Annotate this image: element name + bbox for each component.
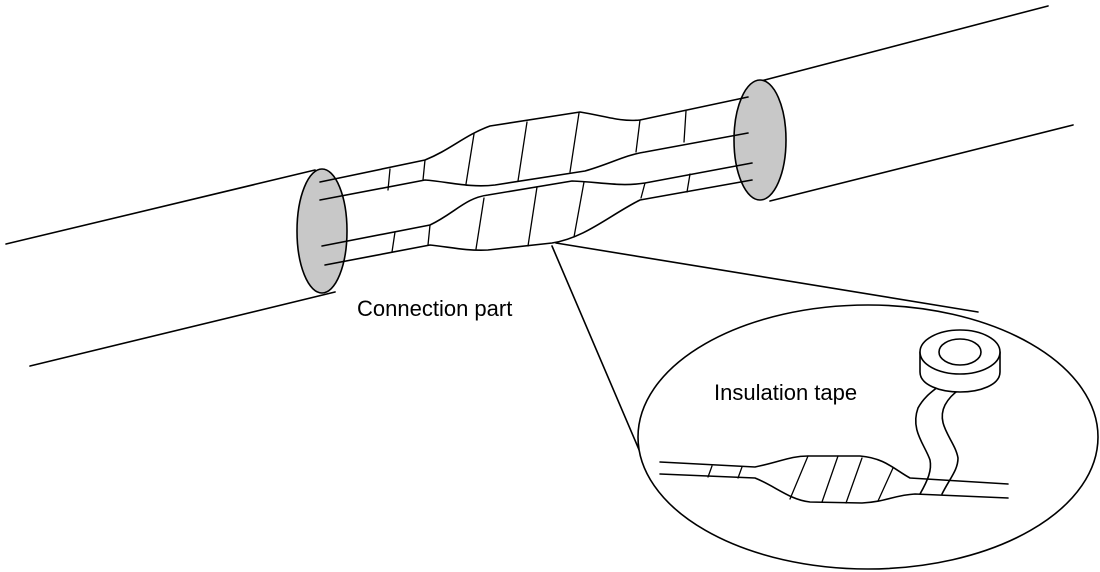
callout-leaders	[551, 242, 979, 453]
right-cable-end-face	[733, 79, 787, 201]
left-cable	[5, 168, 348, 367]
callout-leader-top	[555, 242, 979, 313]
zoom-detail	[637, 304, 1099, 570]
left-cable-top-edge	[5, 169, 316, 245]
zoom-wrap-line-2	[737, 466, 743, 479]
lower-wrap-line-3	[475, 197, 485, 250]
upper-wrap-line-7	[683, 110, 687, 143]
upper-wrap-line-4	[517, 121, 528, 182]
zoom-wire-top-line	[659, 455, 1009, 485]
tape-strip-left-edge	[914, 384, 941, 495]
upper-wrap-line-3	[465, 133, 475, 185]
upper-wrap-line-1	[387, 168, 391, 191]
lower-wrap-line-4	[527, 186, 538, 247]
lower-conductor-top-line	[321, 162, 753, 247]
zoom-wrap-line-5	[845, 457, 863, 504]
upper-wrap-line-6	[635, 119, 641, 153]
right-cable	[733, 5, 1074, 202]
lower-wrap-line-2	[427, 224, 431, 246]
lower-wrap-line-6	[640, 182, 646, 199]
left-cable-bottom-edge	[29, 291, 336, 367]
zoom-wrap-line-3	[789, 455, 809, 500]
right-cable-bottom-edge	[769, 124, 1074, 202]
upper-wrap-line-2	[422, 159, 426, 181]
tape-roll-icon	[919, 329, 1001, 393]
lower-conductor-bottom-line	[324, 179, 753, 266]
connection-part-label: Connection part	[357, 296, 512, 321]
upper-conductor-bottom-line	[319, 132, 749, 201]
right-cable-top-edge	[756, 5, 1049, 83]
lower-conductor	[321, 162, 753, 266]
zoom-wrap-line-1	[707, 465, 713, 478]
lower-wrap-line-7	[686, 173, 691, 193]
lower-wrap-line-1	[391, 231, 396, 253]
upper-wrap-line-5	[569, 112, 580, 173]
left-cable-end-face	[296, 168, 348, 294]
tape-roll-hole	[938, 338, 982, 366]
lower-wrap-line-5	[573, 181, 585, 238]
upper-conductor	[319, 96, 749, 201]
zoom-wire-bottom-line	[659, 473, 1009, 504]
zoom-wrap-line-4	[821, 455, 839, 503]
callout-leader-left	[551, 245, 641, 453]
zoom-wrap-line-6	[877, 467, 894, 502]
zoom-circle	[637, 304, 1099, 570]
upper-conductor-top-line	[319, 96, 749, 183]
insulation-tape-label: Insulation tape	[714, 380, 857, 405]
